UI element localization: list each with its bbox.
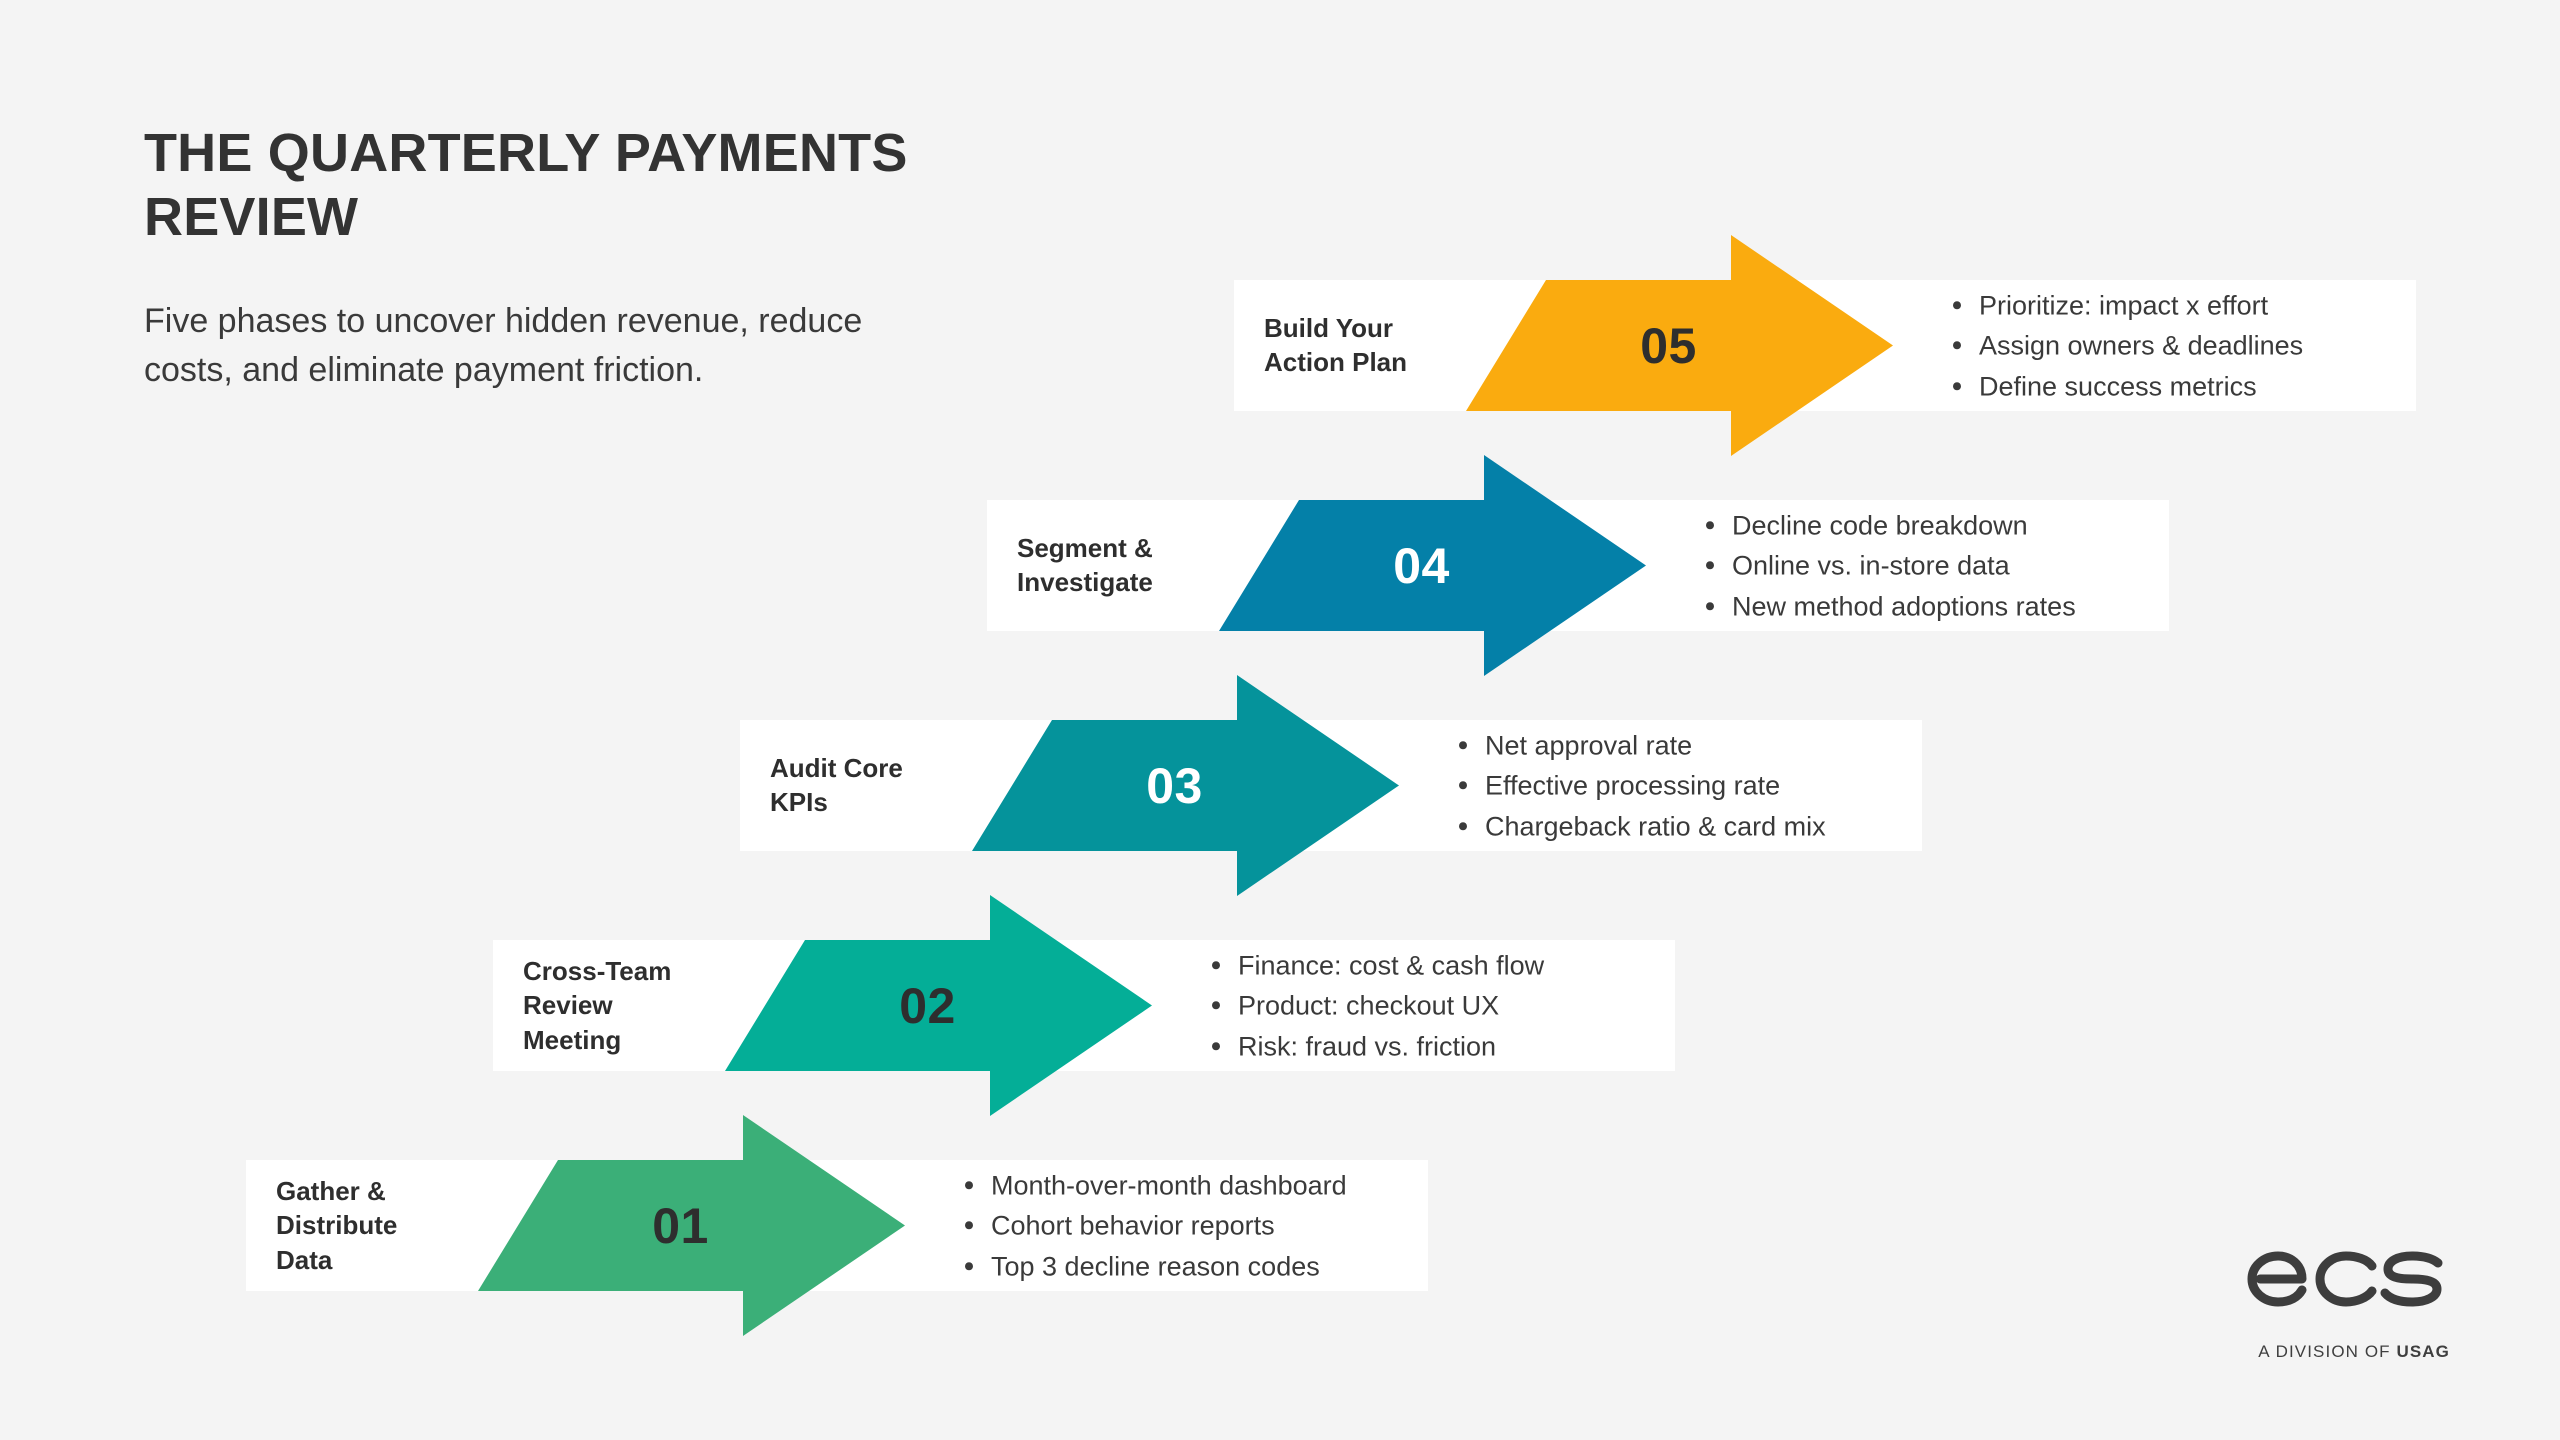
process-step[interactable]: Segment & Investigate 04 Decline code brea… xyxy=(987,455,2169,676)
brand-logo: A DIVISION OF USAG xyxy=(2224,1248,2450,1382)
ecs-logo-icon xyxy=(2224,1248,2450,1315)
process-step[interactable]: Build Your Action Plan 05 Prioritize: impa… xyxy=(1234,235,2416,456)
step-bullet-item: Online vs. in-store data xyxy=(1698,545,2076,586)
logo-tagline-prefix: A DIVISION OF xyxy=(2258,1342,2397,1361)
step-bullet-item: Product: checkout UX xyxy=(1204,985,1544,1026)
logo-tagline: A DIVISION OF USAG xyxy=(2224,1322,2450,1382)
step-bullet-item: Month-over-month dashboard xyxy=(957,1165,1347,1206)
step-number: 03 xyxy=(1146,757,1203,814)
step-bullet-item: Define success metrics xyxy=(1945,366,2303,407)
step-bullet-item: Cohort behavior reports xyxy=(957,1205,1347,1246)
step-bullet-item: Decline code breakdown xyxy=(1698,505,2076,546)
step-number: 05 xyxy=(1640,317,1697,374)
step-bullet-item: New method adoptions rates xyxy=(1698,586,2076,627)
step-bullet-item: Prioritize: impact x effort xyxy=(1945,285,2303,326)
step-bullet-item: Chargeback ratio & card mix xyxy=(1451,806,1826,847)
step-label: Build Your Action Plan xyxy=(1264,312,1408,378)
step-label: Cross-Team Review Meeting xyxy=(523,955,672,1055)
step-label: Gather & Distribute Data xyxy=(276,1175,398,1275)
logo-tagline-brand: USAG xyxy=(2396,1342,2450,1361)
step-bullet-item: Risk: fraud vs. friction xyxy=(1204,1026,1544,1067)
step-label: Segment & Investigate xyxy=(1017,532,1153,598)
process-step[interactable]: Cross-Team Review Meeting 02 Finance: cost… xyxy=(493,895,1675,1116)
step-bullet-item: Assign owners & deadlines xyxy=(1945,325,2303,366)
header-block: THE QUARTERLY PAYMENTS REVIEW Five phase… xyxy=(144,122,1094,394)
process-step[interactable]: Gather & Distribute Data 01 Month-over-mon… xyxy=(246,1115,1428,1336)
step-number: 02 xyxy=(899,977,956,1034)
step-number: 04 xyxy=(1393,537,1450,594)
step-label: Audit Core KPIs xyxy=(770,752,903,818)
step-bullet-item: Finance: cost & cash flow xyxy=(1204,945,1544,986)
step-bullet-item: Net approval rate xyxy=(1451,725,1826,766)
step-bullet-item: Effective processing rate xyxy=(1451,765,1826,806)
step-bullet-item: Top 3 decline reason codes xyxy=(957,1246,1347,1287)
page-title: THE QUARTERLY PAYMENTS REVIEW xyxy=(144,123,908,247)
step-number: 01 xyxy=(652,1197,709,1254)
page-subtitle: Five phases to uncover hidden revenue, r… xyxy=(144,302,863,389)
